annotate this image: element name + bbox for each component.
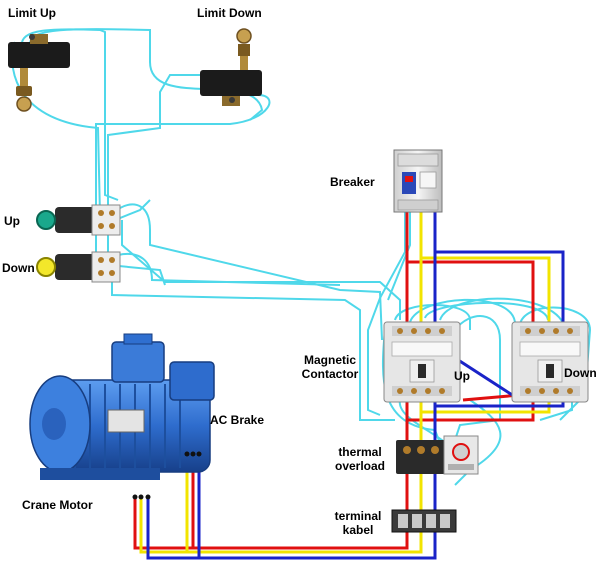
limit-switch-icon: [200, 28, 262, 106]
push-button-icon: [36, 251, 121, 283]
label-magnetic-contactor-line1: Magnetic: [303, 353, 356, 367]
label-terminal-kabel: terminal kabel: [330, 509, 386, 537]
label-contactor-down: Down: [564, 366, 597, 380]
limit-switch-up: [8, 34, 70, 112]
label-limit-up: Limit Up: [8, 6, 56, 20]
label-up-button: Up: [4, 214, 20, 228]
thermal-overload-relay: [396, 435, 479, 475]
magnetic-contactor-up: [383, 321, 461, 403]
label-terminal-kabel-line1: terminal: [334, 509, 382, 523]
label-down-button: Down: [2, 261, 35, 275]
push-button-down: [36, 251, 121, 283]
push-button-icon: [36, 204, 121, 236]
terminal-block-icon: [391, 509, 457, 533]
limit-switch-icon: [8, 34, 70, 112]
label-crane-motor: Crane Motor: [22, 498, 93, 512]
circuit-breaker: [393, 149, 443, 213]
terminal-block: [391, 509, 457, 533]
label-thermal-overload-line1: thermal: [338, 445, 382, 459]
label-thermal-overload-line2: overload: [334, 459, 385, 473]
crane-motor: [29, 333, 215, 480]
label-magnetic-contactor: Magnetic Contactor: [295, 353, 365, 381]
motor-icon: [29, 333, 215, 480]
control-wiring: [11, 28, 592, 486]
limit-switch-down: [200, 28, 262, 106]
contactor-icon: [383, 321, 461, 403]
label-thermal-overload: thermal overload: [330, 445, 390, 473]
label-limit-down: Limit Down: [197, 6, 262, 20]
label-breaker: Breaker: [330, 175, 375, 189]
label-ac-brake: AC Brake: [210, 413, 265, 427]
label-magnetic-contactor-line2: Contactor: [301, 367, 359, 381]
breaker-icon: [393, 149, 443, 213]
label-terminal-kabel-line2: kabel: [342, 523, 374, 537]
contactor-icon: [511, 321, 589, 403]
overload-relay-icon: [396, 435, 479, 475]
label-contactor-up: Up: [454, 369, 470, 383]
magnetic-contactor-down: [511, 321, 589, 403]
push-button-up: [36, 204, 121, 236]
